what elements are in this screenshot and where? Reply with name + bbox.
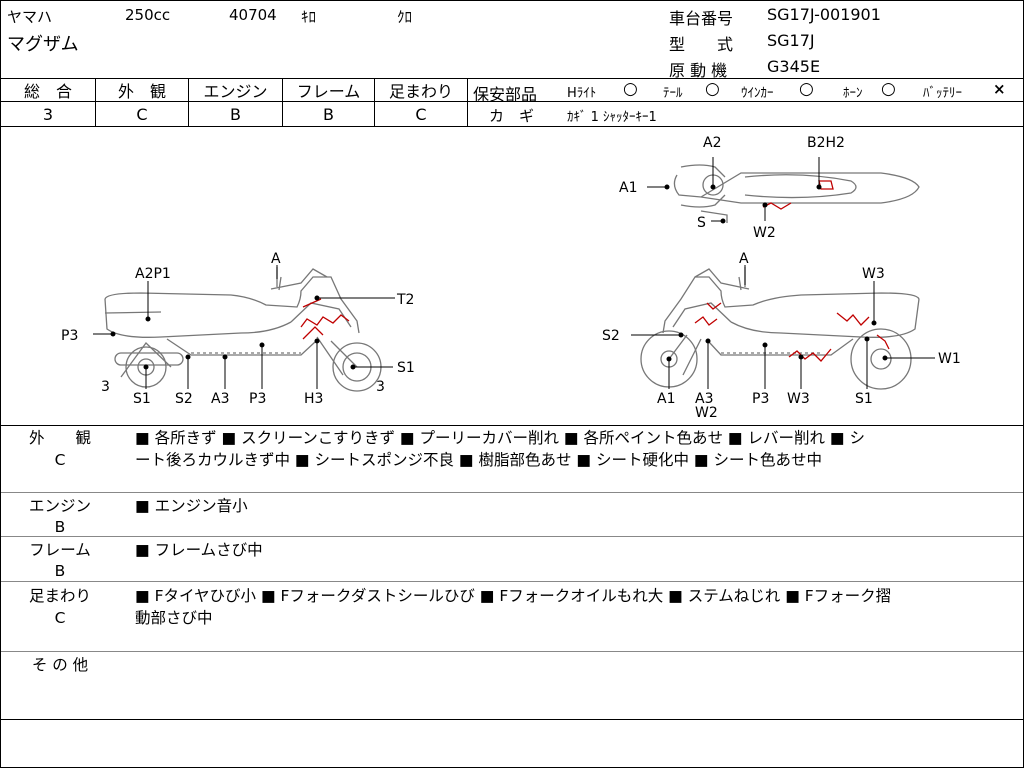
key-value: ｶｷﾞ 1 ｼｬｯﾀｰｷｰ1: [567, 110, 657, 125]
diagram-label: T2: [396, 292, 414, 308]
diagram-label: A: [271, 251, 281, 267]
key-label: カ ギ: [489, 107, 535, 125]
grade-value-exterior: C: [136, 104, 148, 124]
diagram-label: A2: [703, 135, 721, 151]
divider: [1, 425, 1023, 426]
engine-label: 原 動 機: [669, 61, 728, 80]
divider: [1, 492, 1023, 493]
color: ｸﾛ: [397, 8, 413, 26]
section-label-frame: フレーム: [29, 541, 91, 559]
section-label-suspension: 足まわり: [28, 587, 91, 605]
frame-no-label: 車台番号: [669, 9, 734, 28]
diagram-label: W1: [938, 351, 961, 367]
frame-no: SG17J-001901: [767, 5, 881, 24]
grade-value-engine: B: [230, 104, 241, 124]
diagram-label: W2: [695, 405, 718, 421]
diagram-label: 3: [101, 379, 110, 395]
section-line: ■ 各所きず ■ スクリーンこすりきず ■ プーリーカバー削れ ■ 各所ペイント…: [135, 429, 865, 447]
type-label: 型 式: [669, 35, 734, 54]
safety-item-headlight: Hﾗｲﾄ: [567, 86, 597, 101]
scooter-top-view: [673, 164, 920, 223]
divider: [1, 651, 1023, 652]
section-line: ■ Fタイヤひび小 ■ Fフォークダストシールひび ■ Fフォークオイルもれ大 …: [135, 587, 892, 605]
section-grade-exterior: C: [54, 451, 66, 469]
section-grade-engine: B: [54, 518, 66, 536]
diagram-label: S1: [133, 391, 151, 407]
engine-value: G345E: [767, 57, 821, 76]
diagram-label: S1: [855, 391, 873, 407]
grade-value-suspension: C: [415, 104, 427, 124]
divider: [1, 719, 1023, 720]
safety-item-horn: ﾎｰﾝ: [843, 86, 863, 101]
diagram-label: A: [739, 251, 749, 267]
section-line: ■ エンジン音小: [135, 497, 248, 515]
diagram-label: W3: [862, 266, 885, 282]
displacement: 250cc: [125, 6, 171, 24]
diagram-label: A3: [695, 391, 713, 407]
section-line: ■ フレームさび中: [135, 541, 263, 559]
grade-label-engine: エンジン: [203, 82, 268, 101]
diagram-label: A3: [211, 391, 229, 407]
diagram-label: S2: [175, 391, 193, 407]
diagram-label: P3: [249, 391, 266, 407]
divider: [95, 78, 96, 126]
section-line: 動部さび中: [135, 609, 213, 627]
damage-diagram: A A2P1 T2 P3 S1 3 3 S1 S2 A3 P3 H3 A W3 …: [61, 135, 961, 421]
maker: ヤマハ: [7, 8, 53, 26]
grade-value-frame: B: [323, 104, 334, 124]
safety-mark-tail: ○: [705, 79, 720, 99]
safety-mark-headlight: ○: [623, 79, 638, 99]
divider: [1, 581, 1023, 582]
section-line: ート後ろカウルきず中 ■ シートスポンジ不良 ■ 樹脂部色あせ ■ シート硬化中…: [135, 451, 822, 469]
safety-item-battery: ﾊﾞｯﾃﾘｰ: [923, 86, 962, 101]
grade-label-suspension: 足まわり: [388, 82, 453, 101]
safety-label: 保安部品: [473, 85, 538, 104]
section-label-engine: エンジン: [28, 497, 91, 515]
mileage: 40704: [229, 6, 277, 24]
safety-mark-horn: ○: [881, 79, 896, 99]
diagram-label: P3: [752, 391, 769, 407]
diagram-label: W3: [787, 391, 810, 407]
divider: [1, 536, 1023, 537]
diagram-label: S1: [397, 360, 415, 376]
section-grade-frame: B: [54, 562, 66, 580]
safety-item-winker: ｳｲﾝｶｰ: [741, 86, 774, 101]
diagram-label: B2H2: [807, 135, 845, 151]
safety-item-tail: ﾃｰﾙ: [663, 86, 683, 101]
type-value: SG17J: [767, 31, 815, 50]
divider: [188, 78, 189, 126]
diagram-label: A1: [619, 180, 637, 196]
section-label-exterior: 外 観: [28, 429, 91, 447]
diagram-label: S2: [602, 328, 620, 344]
divider: [374, 78, 375, 126]
grade-value-overall: 3: [42, 104, 54, 124]
section-grade-suspension: C: [54, 609, 66, 627]
section-label-other: そ の 他: [31, 656, 89, 674]
safety-mark-battery: ×: [993, 80, 1006, 98]
divider: [282, 78, 283, 126]
diagram-label: A1: [657, 391, 675, 407]
diagram-label: 3: [376, 379, 385, 395]
divider: [1, 126, 1023, 127]
diagram-label: A2P1: [135, 266, 171, 282]
model-name: マグザム: [7, 34, 79, 55]
diagram-label: W2: [753, 225, 776, 241]
divider: [467, 78, 468, 126]
diagram-label: S: [697, 215, 706, 231]
safety-mark-winker: ○: [799, 79, 814, 99]
divider: [467, 101, 1023, 102]
grade-label-frame: フレーム: [296, 82, 361, 101]
divider: [1, 78, 1023, 79]
grade-label-overall: 総 合: [23, 82, 72, 101]
grade-label-exterior: 外 観: [117, 82, 166, 101]
divider: [1, 101, 467, 102]
diagram-label: H3: [304, 391, 323, 407]
diagram-label: P3: [61, 328, 78, 344]
mileage-unit: ｷﾛ: [301, 8, 317, 26]
scooter-right-side: [640, 267, 920, 390]
